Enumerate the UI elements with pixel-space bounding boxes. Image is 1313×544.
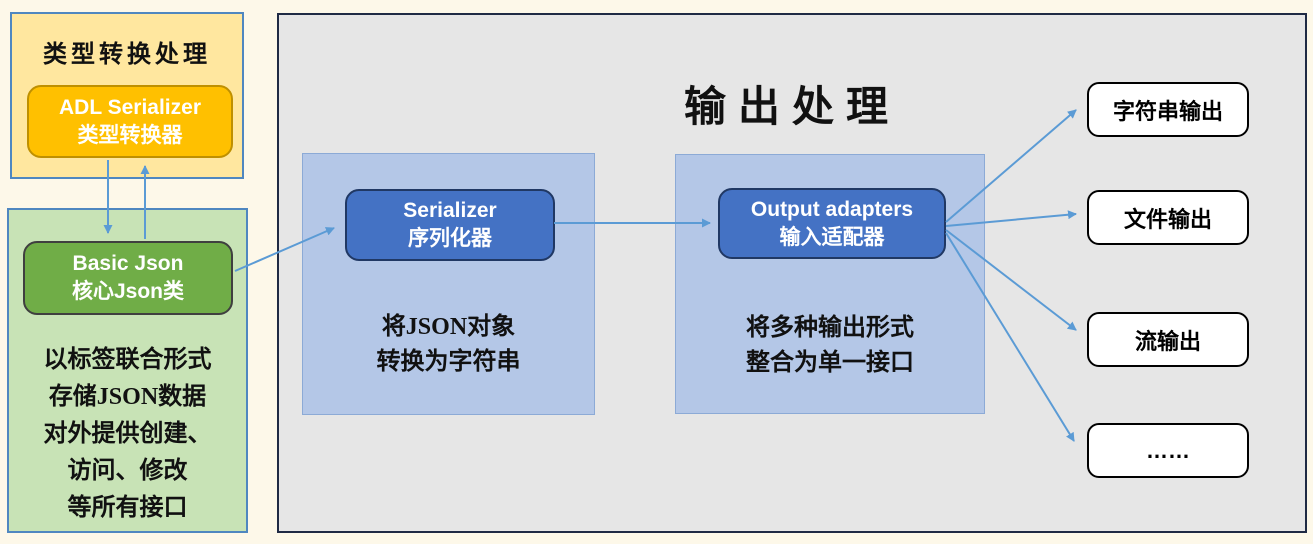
output-adapters-node: Output adapters 输入适配器: [718, 188, 946, 259]
description-line: 存储JSON数据: [48, 384, 207, 410]
output-node-ellipsis: ……: [1087, 423, 1249, 478]
output-node-string: 字符串输出: [1087, 82, 1249, 137]
output-processing-panel: 输出处理 Serializer 序列化器 将JSON对象 转换为字符串 Outp…: [277, 13, 1307, 533]
adl-serializer-node: ADL Serializer 类型转换器: [27, 85, 233, 158]
basic-json-label-en: Basic Json: [72, 252, 184, 275]
serializer-label-zh: 序列化器: [408, 227, 492, 250]
description-line: 以标签联合形式: [43, 347, 212, 373]
basic-json-panel: Basic Json 核心Json类 以标签联合形式 存储JSON数据 对外提供…: [7, 208, 248, 533]
description-line: 整合为单一接口: [746, 350, 914, 376]
description-line: 转换为字符串: [376, 349, 521, 375]
adl-serializer-label-zh: 类型转换器: [77, 123, 183, 147]
output-processing-title: 输出处理: [683, 85, 900, 131]
serializer-description: 将JSON对象 转换为字符串: [303, 310, 594, 380]
basic-json-label-zh: 核心Json类: [71, 280, 184, 303]
output-adapters-description: 将多种输出形式 整合为单一接口: [676, 311, 984, 381]
basic-json-node: Basic Json 核心Json类: [23, 241, 233, 315]
basic-json-description: 以标签联合形式 存储JSON数据 对外提供创建、 访问、修改 等所有接口: [9, 342, 246, 527]
output-adapters-stage: Output adapters 输入适配器 将多种输出形式 整合为单一接口: [675, 154, 985, 414]
serializer-label-en: Serializer: [403, 199, 497, 222]
type-conversion-title: 类型转换处理: [43, 42, 211, 68]
output-adapters-label-zh: 输入适配器: [779, 225, 885, 249]
output-adapters-label-en: Output adapters: [750, 197, 914, 221]
adl-serializer-label-en: ADL Serializer: [58, 95, 201, 119]
description-line: 将多种输出形式: [746, 315, 914, 341]
output-node-file: 文件输出: [1087, 190, 1249, 245]
output-node-stream: 流输出: [1087, 312, 1249, 367]
type-conversion-panel: 类型转换处理 ADL Serializer 类型转换器: [10, 12, 244, 179]
description-line: 对外提供创建、: [43, 421, 212, 447]
description-line: 将JSON对象: [381, 314, 516, 340]
serializer-stage: Serializer 序列化器 将JSON对象 转换为字符串: [302, 153, 595, 415]
serializer-node: Serializer 序列化器: [345, 189, 555, 261]
description-line: 等所有接口: [67, 495, 188, 521]
description-line: 访问、修改: [67, 458, 188, 484]
